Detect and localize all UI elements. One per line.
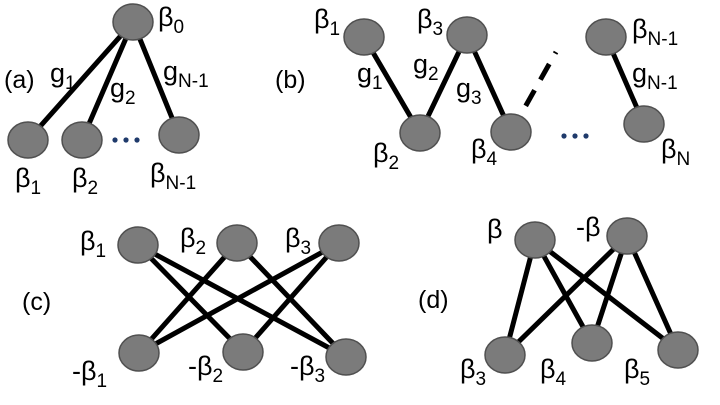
panel-a-tag: (a) xyxy=(4,66,35,94)
label-a-gN1: gN-1 xyxy=(163,56,209,92)
panel-d-tag: (d) xyxy=(418,286,449,314)
node-a-beta0 xyxy=(112,3,154,41)
label-c-neg-beta1: -β1 xyxy=(72,356,107,392)
label-c-neg-beta2: -β2 xyxy=(188,351,223,387)
ellipsis-dot xyxy=(112,137,118,143)
label-d-beta3: β3 xyxy=(460,354,486,390)
node-a-betaN1 xyxy=(158,116,200,154)
node-c-beta3 xyxy=(318,224,360,262)
label-b-beta4: β4 xyxy=(471,134,498,170)
edge-a-b0-b2 xyxy=(79,19,136,143)
ellipsis-dot xyxy=(561,133,567,139)
edge-a-b0-b1 xyxy=(25,19,136,143)
edge-c-b1-nb3 xyxy=(135,242,349,360)
edge-d-b-b3 xyxy=(502,237,538,358)
panel-c: (c) β1 β2 β3 -β1 -β2 -β3 xyxy=(22,223,367,392)
node-d-beta5 xyxy=(657,331,699,369)
panel-d: (d) β -β β3 β4 β5 xyxy=(418,212,699,390)
node-b-beta2 xyxy=(399,114,441,152)
ellipsis-dot xyxy=(123,137,129,143)
panel-a-edges xyxy=(25,19,182,143)
label-d-neg-beta: -β xyxy=(576,212,601,242)
label-d-beta5: β5 xyxy=(624,354,650,390)
node-c-neg-beta1 xyxy=(118,334,160,372)
node-b-betaN1 xyxy=(585,18,627,56)
ellipsis-a xyxy=(112,137,140,143)
edge-a-b0-bN1 xyxy=(130,19,182,138)
label-b-gN1: gN-1 xyxy=(632,58,678,94)
label-b-betaN1: βN-1 xyxy=(632,14,678,50)
label-b-g3: g3 xyxy=(456,73,482,109)
panel-b-tag: (b) xyxy=(275,66,306,94)
label-b-g1: g1 xyxy=(357,58,383,94)
node-b-beta1 xyxy=(343,18,385,56)
edge-d-b-b4 xyxy=(532,237,595,346)
label-b-beta2: β2 xyxy=(373,138,399,174)
node-d-beta3 xyxy=(484,336,526,374)
panel-c-tag: (c) xyxy=(22,288,51,316)
edge-c-b3-nb2 xyxy=(240,240,342,355)
label-b-betaN: βN xyxy=(661,134,690,170)
edge-c-b2-nb1 xyxy=(136,240,240,356)
node-c-beta1 xyxy=(117,226,159,264)
node-b-beta3 xyxy=(446,16,488,54)
ellipsis-dot xyxy=(583,133,589,139)
label-b-beta3: β3 xyxy=(417,4,443,40)
edge-d-nb-b5 xyxy=(624,233,681,353)
node-d-beta xyxy=(514,221,556,259)
node-c-neg-beta2 xyxy=(222,333,264,371)
ellipsis-dot xyxy=(134,137,140,143)
node-d-beta4 xyxy=(571,324,613,362)
ellipsis-b xyxy=(561,133,589,139)
label-a-g2: g2 xyxy=(110,73,136,109)
edge-d-nb-b3 xyxy=(502,233,630,358)
label-d-beta: β xyxy=(487,214,503,244)
panel-c-edges xyxy=(135,240,349,360)
label-c-beta3: β3 xyxy=(285,223,311,259)
edge-c-b3-nb1 xyxy=(136,240,342,356)
panel-a: (a) β0 g1 g2 gN-1 β1 β2 βN-1 xyxy=(4,2,209,199)
node-b-beta4 xyxy=(490,113,532,151)
node-a-beta1 xyxy=(7,121,49,159)
label-a-beta1: β1 xyxy=(15,163,41,199)
label-c-beta2: β2 xyxy=(180,223,206,259)
node-b-betaN xyxy=(623,105,665,143)
label-c-beta1: β1 xyxy=(80,226,106,262)
label-a-beta2: β2 xyxy=(72,163,98,199)
label-b-g2: g2 xyxy=(413,49,439,85)
panel-b: (b) β1 β3 βN-1 g1 g2 g3 gN-1 β2 β4 βN xyxy=(275,4,690,174)
node-c-neg-beta3 xyxy=(325,338,367,376)
node-a-beta2 xyxy=(61,121,103,159)
label-a-betaN1: βN-1 xyxy=(150,158,196,194)
label-b-beta1: β1 xyxy=(314,4,340,40)
ellipsis-dot xyxy=(572,133,578,139)
label-a-g1: g1 xyxy=(50,58,76,94)
node-c-beta2 xyxy=(216,224,258,262)
label-a-beta0: β0 xyxy=(158,2,184,38)
node-d-neg-beta xyxy=(606,217,648,255)
label-c-neg-beta3: -β3 xyxy=(290,351,325,387)
label-d-beta4: β4 xyxy=(540,354,567,390)
